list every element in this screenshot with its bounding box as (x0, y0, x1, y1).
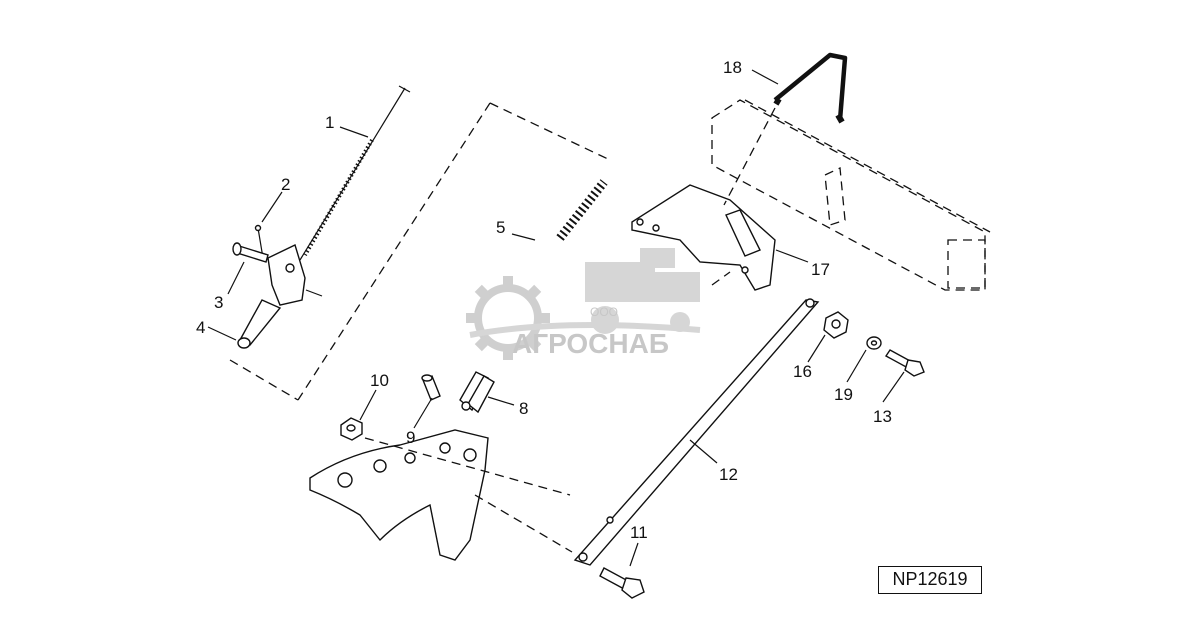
frame-casting (309, 429, 489, 561)
callout-3: 3 (214, 293, 223, 312)
part-11-bolt (599, 567, 645, 599)
part-3-clevis-pin (232, 242, 269, 263)
part-1-rod (299, 85, 411, 261)
callout-8: 8 (519, 399, 528, 418)
gear-icon (466, 276, 550, 360)
part-19-washer (866, 336, 882, 350)
leader-lines (207, 69, 905, 567)
square-tube-outline (711, 99, 991, 291)
watermark-prefix: ООО (590, 305, 618, 319)
callout-10: 10 (370, 371, 389, 390)
callout-18: 18 (723, 58, 742, 77)
road-swoosh (469, 322, 701, 338)
callout-11: 11 (630, 523, 648, 542)
part-8-link-plates (459, 371, 495, 414)
part-17-bracket (631, 184, 776, 291)
callout-labels: 1 2 3 4 5 10 9 8 11 12 16 19 13 17 18 (196, 58, 892, 542)
part-4-bracket-tube (237, 244, 323, 349)
callout-5: 5 (496, 218, 505, 237)
callout-13: 13 (873, 407, 892, 426)
callout-9: 9 (406, 428, 415, 447)
part-9-pin (421, 374, 441, 401)
callout-19: 19 (834, 385, 853, 404)
assembly-group-outline (229, 102, 611, 401)
watermark-logo: ООО АГРОСНАБ (466, 248, 701, 360)
alignment-lines (364, 271, 731, 553)
part-10-nut (340, 417, 363, 441)
part-13-bolt (884, 349, 925, 377)
callout-4: 4 (196, 318, 205, 337)
part-12-strap (573, 298, 820, 566)
callout-1: 1 (325, 113, 334, 132)
callout-16: 16 (793, 362, 812, 381)
part-18-u-bolt (723, 52, 848, 206)
watermark-company: АГРОСНАБ (512, 328, 669, 359)
callout-17: 17 (811, 260, 830, 279)
part-16-nut (823, 311, 849, 339)
drawing-reference-code: NP12619 (878, 566, 982, 594)
callout-12: 12 (719, 465, 738, 484)
part-5-spring (556, 179, 608, 241)
callout-2: 2 (281, 175, 290, 194)
combine-harvester-icon (585, 248, 700, 334)
